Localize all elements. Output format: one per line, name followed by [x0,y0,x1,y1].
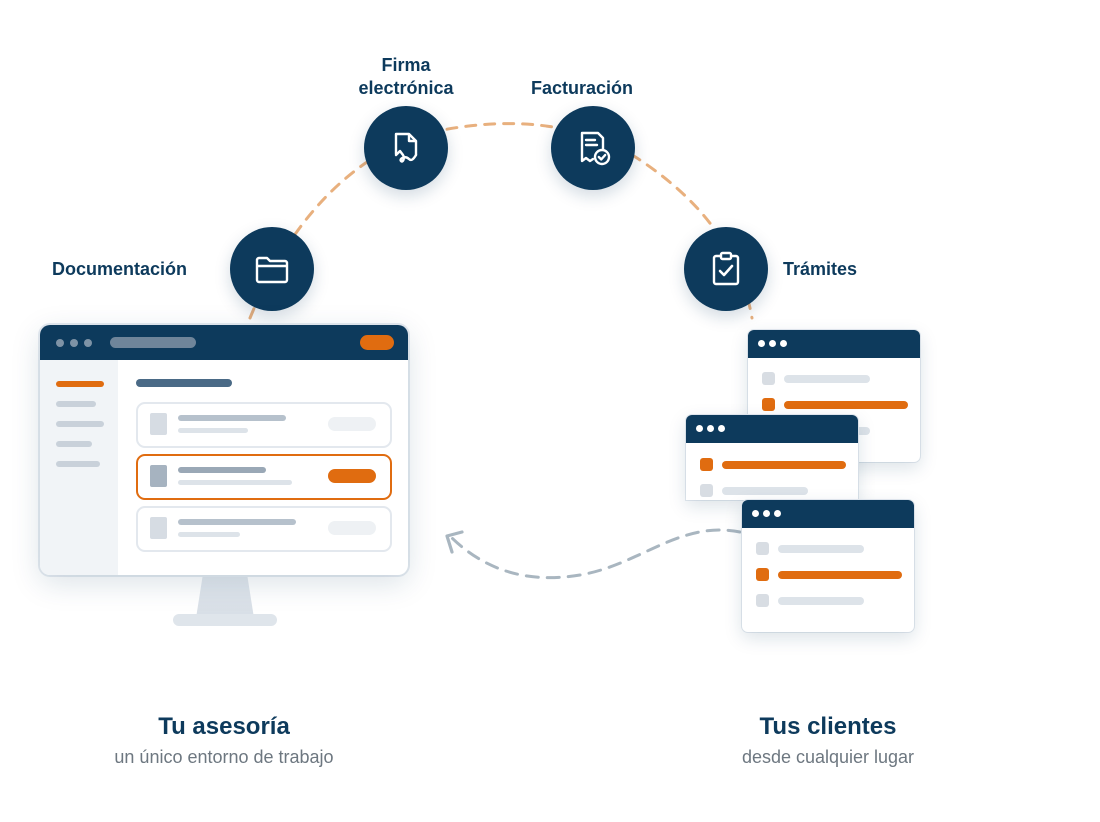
folder-icon [255,256,289,284]
sidebar-item-active[interactable] [56,381,104,387]
list-line [848,427,870,435]
monitor-screen [40,325,408,575]
window-dot [763,510,770,517]
app-titlebar [40,325,408,360]
clientes-subtitle: desde cualquier lugar [741,747,915,767]
list-bullet [756,594,769,607]
sidebar-item[interactable] [56,401,96,407]
window-dot [696,425,703,432]
list-bullet-active [762,398,775,411]
row-subtitle [178,532,240,537]
row-title [178,519,296,525]
window-dot [56,339,64,347]
row-action-button[interactable] [328,417,376,431]
list-line-active [778,571,902,579]
app-sidebar [40,360,118,575]
feature-label-firma-line1: Firma [381,55,431,75]
row-action-button[interactable] [328,469,376,483]
content-heading [136,379,232,387]
clipboard-check-icon [712,251,740,286]
signed-document-icon [394,132,418,163]
row-thumbnail [150,413,167,435]
feature-label-firma-line2: electrónica [358,78,454,98]
feature-firma-electronica[interactable] [364,106,448,190]
row-thumbnail [150,465,167,487]
asesoria-title: Tu asesoría [158,713,290,740]
row-action-button[interactable] [328,521,376,535]
client-window-titlebar [686,415,858,443]
window-dot [758,340,765,347]
client-window [686,415,858,500]
client-window [742,500,914,632]
list-row-selected[interactable] [136,454,392,500]
window-dot [752,510,759,517]
row-subtitle [178,480,292,485]
row-title [178,415,286,421]
list-line [722,487,808,495]
feature-label-tramites: Trámites [783,259,858,279]
sidebar-item[interactable] [56,441,92,447]
list-line [784,375,870,383]
sidebar-item[interactable] [56,421,104,427]
list-bullet [700,484,713,497]
monitor-base [173,614,277,626]
feature-tramites[interactable] [684,227,768,311]
sidebar-item[interactable] [56,461,100,467]
window-dot [707,425,714,432]
list-row[interactable] [136,506,392,552]
list-bullet-active [700,458,713,471]
feature-facturacion[interactable] [551,106,635,190]
feature-label-facturacion: Facturación [531,78,634,98]
row-thumbnail [150,517,167,539]
list-row[interactable] [136,402,392,448]
list-line-active [722,461,846,469]
window-dot [70,339,78,347]
list-line [778,545,864,553]
list-bullet [756,542,769,555]
window-dot [780,340,787,347]
client-window-titlebar [742,500,914,528]
window-dot [774,510,781,517]
invoice-check-icon [580,131,611,166]
list-bullet-active [756,568,769,581]
feature-label-firma: Firma electrónica [346,54,466,100]
monitor-stand [196,574,254,618]
window-dot [718,425,725,432]
address-bar [110,337,196,348]
feature-documentacion[interactable] [230,227,314,311]
list-line [778,597,864,605]
window-dot [84,339,92,347]
row-subtitle [178,428,248,433]
asesoria-subtitle: un único entorno de trabajo [114,747,334,767]
client-window-titlebar [748,330,920,358]
row-title [178,467,266,473]
arrow-head-icon [445,530,464,554]
list-line-active [784,401,908,409]
header-action-button[interactable] [360,335,394,350]
clientes-title: Tus clientes [759,713,897,740]
feature-label-documentacion: Documentación [52,259,188,279]
list-bullet [762,372,775,385]
window-dot [769,340,776,347]
